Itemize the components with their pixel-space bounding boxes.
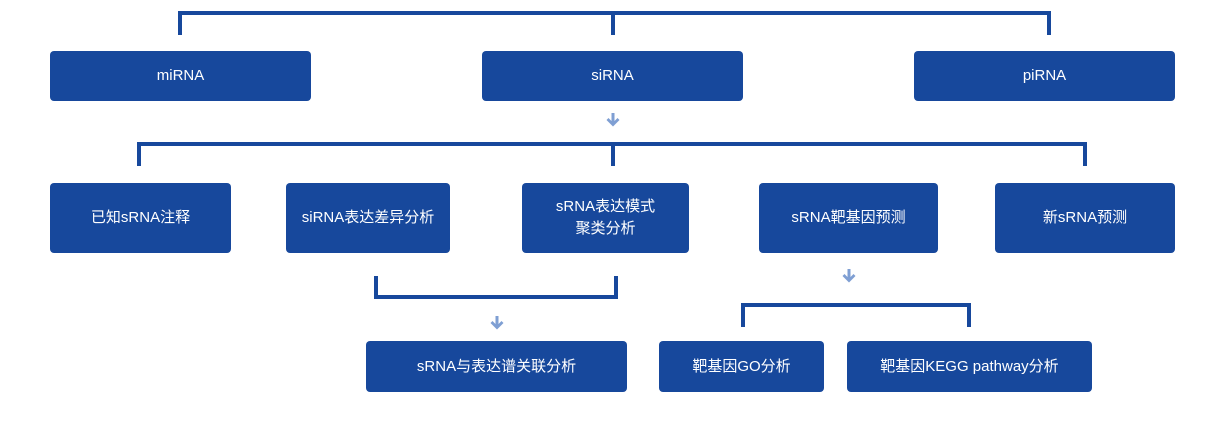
node-target-kegg-analysis: 靶基因KEGG pathway分析 — [847, 341, 1092, 392]
node-sirna: siRNA — [482, 51, 743, 101]
node-label: sRNA与表达谱关联分析 — [416, 357, 577, 375]
arrow-down-icon — [606, 113, 620, 127]
node-pirna: piRNA — [914, 51, 1175, 101]
node-sirna-differential-expression: siRNA表达差异分析 — [286, 183, 450, 253]
node-srna-target-prediction: sRNA靶基因预测 — [759, 183, 938, 253]
node-label: 已知sRNA注释 — [90, 209, 191, 226]
node-srna-expression-correlation: sRNA与表达谱关联分析 — [366, 341, 627, 392]
lower-left-bracket-left — [374, 276, 378, 299]
node-target-go-analysis: 靶基因GO分析 — [659, 341, 824, 392]
node-label: sRNA表达模式 聚类分析 — [555, 198, 656, 237]
node-label: siRNA表达差异分析 — [301, 209, 435, 226]
top-bracket-left — [178, 11, 182, 35]
node-label: 靶基因GO分析 — [692, 357, 791, 375]
node-label: sRNA靶基因预测 — [791, 209, 906, 226]
node-label: siRNA — [591, 67, 634, 84]
node-known-srna-annotation: 已知sRNA注释 — [50, 183, 231, 253]
node-srna-expression-clustering: sRNA表达模式 聚类分析 — [522, 183, 689, 253]
lower-left-bracket-right — [614, 276, 618, 299]
node-label: miRNA — [156, 67, 205, 84]
top-bracket-mid — [611, 11, 615, 35]
arrow-down-icon — [842, 269, 856, 283]
lower-right-bracket-left — [741, 303, 745, 327]
mid-bracket-right — [1083, 142, 1087, 166]
arrow-down-icon — [490, 316, 504, 330]
node-novel-srna-prediction: 新sRNA预测 — [995, 183, 1175, 253]
node-mirna: miRNA — [50, 51, 311, 101]
node-label: 靶基因KEGG pathway分析 — [880, 357, 1059, 375]
lower-left-bracket-bar — [374, 295, 618, 299]
mid-bracket-mid — [611, 142, 615, 166]
node-label: piRNA — [1022, 67, 1067, 84]
lower-right-bracket-right — [967, 303, 971, 327]
lower-right-bracket-bar — [741, 303, 971, 307]
node-label: 新sRNA预测 — [1042, 209, 1128, 226]
top-bracket-right — [1047, 11, 1051, 35]
mid-bracket-left — [137, 142, 141, 166]
